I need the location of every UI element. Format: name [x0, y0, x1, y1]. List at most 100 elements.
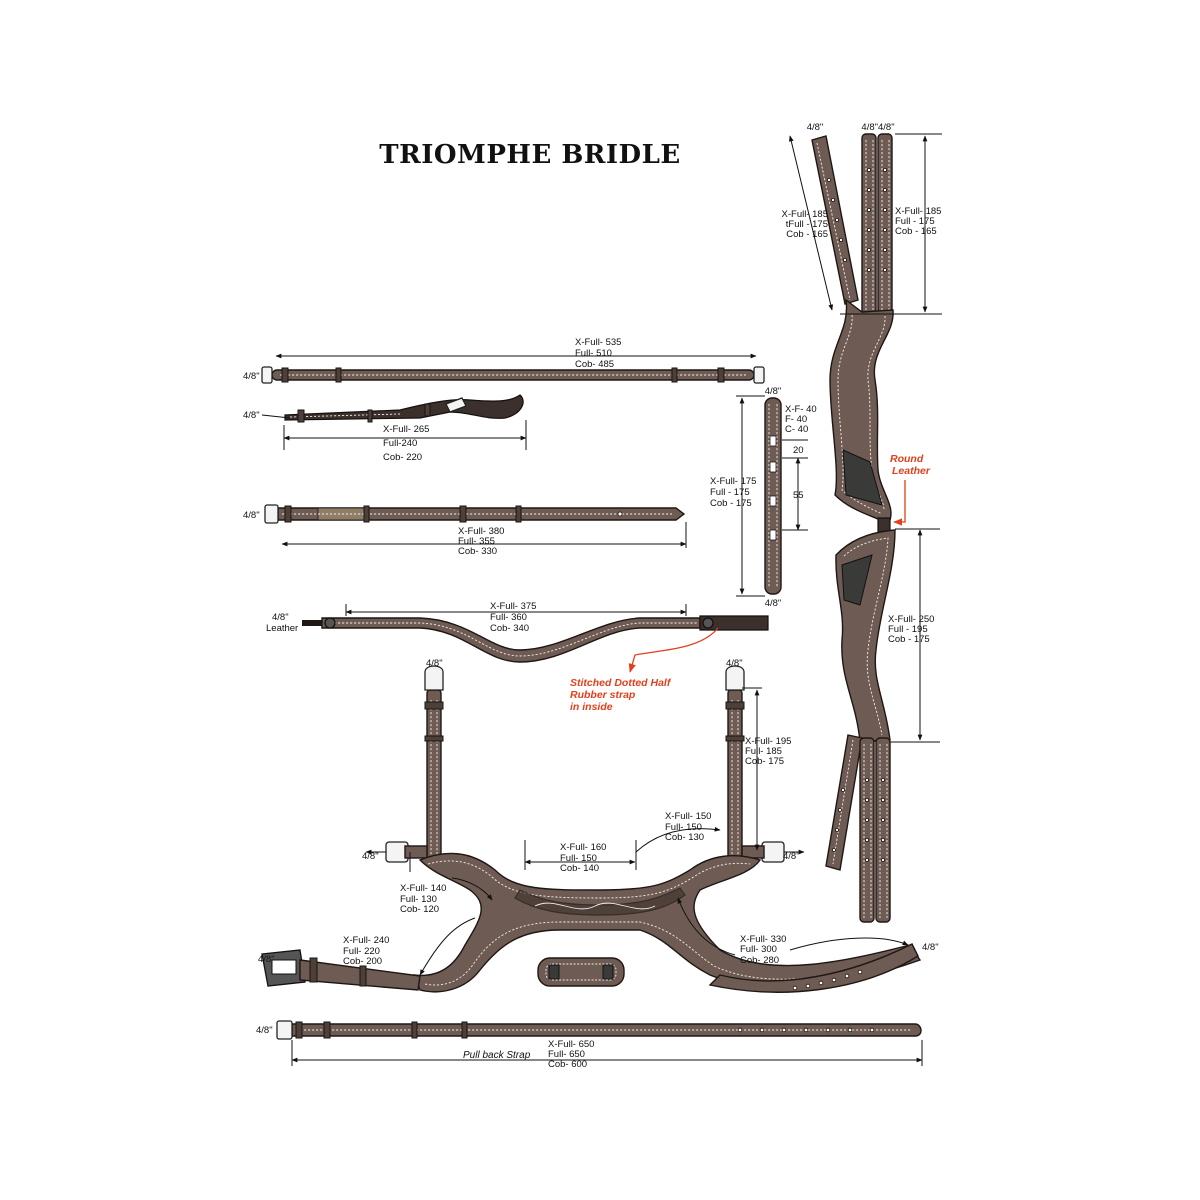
- size-line: Cob- 220: [383, 452, 422, 463]
- round-leather-note: Leather: [892, 465, 931, 477]
- browband: 4/8" X-Full- 535 Full- 510 Cob- 485: [243, 337, 765, 384]
- size-line: X-Full- 160: [560, 842, 606, 853]
- size-line: X-Full- 650: [548, 1039, 594, 1050]
- size-line: X-Full- 375: [490, 601, 536, 612]
- size-line: Full- 360: [490, 612, 527, 623]
- headpiece-upper-pad: [842, 449, 883, 506]
- headpiece-lower-strap-a: [859, 737, 875, 923]
- size-line: Cob- 340: [490, 623, 529, 634]
- crown-leather-label: Leather: [266, 623, 298, 634]
- size-line: X-Full- 185: [782, 209, 828, 220]
- noseband-width: 4/8": [243, 510, 260, 521]
- headpiece-lower-strap-b: [875, 737, 891, 923]
- size-line: X-Full- 265: [383, 424, 429, 435]
- cheek-left-strap: [426, 689, 442, 861]
- size-line: Cob- 485: [575, 359, 614, 370]
- size-line: Cob- 330: [458, 546, 497, 557]
- loop-top-width: 4/8": [765, 386, 782, 397]
- pull-back-holes: [737, 1027, 875, 1033]
- curved-noseband: 4/8" Leather X-Full- 375 Full- 360 Cob- …: [266, 601, 769, 713]
- page-title: TRIOMPHE BRIDLE: [379, 140, 680, 170]
- size-line: X-Full- 185: [895, 206, 941, 217]
- pull-back-strap: 4/8" Pull back Strap X-Full- 650 Full- 6…: [256, 1020, 923, 1070]
- pull-back-width: 4/8": [256, 1025, 273, 1036]
- crank-holes: [792, 969, 863, 991]
- size-line: Full - 175: [710, 487, 750, 498]
- size-line: Cob- 200: [343, 956, 382, 967]
- size-line: Cob - 175: [710, 498, 752, 509]
- note-line: Stitched Dotted Half: [570, 677, 672, 689]
- size-line: Full- 355: [458, 536, 495, 547]
- loop-small-size-list: X-F- 40 F- 40 C- 40: [785, 404, 817, 435]
- size-line: Cob- 280: [740, 955, 779, 966]
- side-right-width: 4/8": [783, 851, 800, 862]
- cheek-right-strap: [727, 689, 743, 861]
- lower-left-size-list: X-Full- 240 Full- 220 Cob- 200: [343, 935, 389, 967]
- crown-size-list: X-Full- 375 Full- 360 Cob- 340: [490, 601, 536, 634]
- headpiece-right-size-list: X-Full- 185 Full - 175 Cob - 165: [895, 206, 941, 237]
- size-line: Full - 195: [888, 624, 928, 635]
- left-arm-size-list: X-Full- 140 Full- 130 Cob- 120: [400, 883, 446, 915]
- loop-size-list: X-Full- 175 Full - 175 Cob - 175: [710, 476, 756, 509]
- size-line: X-Full- 330: [740, 934, 786, 945]
- browband-width: 4/8": [243, 371, 260, 382]
- size-line: Cob- 175: [745, 756, 784, 767]
- lower-right-size-list: X-Full- 330 Full- 300 Cob- 280: [740, 934, 786, 966]
- size-line: Full- 510: [575, 348, 612, 359]
- size-line: X-Full- 535: [575, 337, 621, 348]
- headpiece-mid-width: 4/8"4/8": [861, 122, 894, 133]
- loop-bottom-width: 4/8": [765, 598, 782, 609]
- headpiece-left-width: 4/8": [807, 122, 824, 133]
- pull-back-label: Pull back Strap: [463, 1050, 531, 1061]
- flash-size-list: X-Full- 265 Full-240 Cob- 220: [383, 424, 429, 463]
- crown-width: 4/8": [272, 612, 289, 623]
- noseband-size-list: X-Full- 380 Full- 355 Cob- 330: [458, 526, 504, 557]
- note-line: Rubber strap: [570, 689, 636, 701]
- flash-width: 4/8": [243, 410, 260, 421]
- side-left-width: 4/8": [362, 851, 379, 862]
- crank-noseband-assembly: 4/8" 4/8" 4/8" 4/8" 4/8" 4/8" X-Full- 19…: [258, 658, 939, 993]
- pull-back-size-list: X-Full- 650 Full- 650 Cob- 600: [548, 1039, 594, 1070]
- stitch-note: Stitched Dotted Half Rubber strap in ins…: [570, 677, 672, 713]
- size-line: Cob- 130: [665, 832, 704, 843]
- headpiece-lower-pad: [841, 554, 873, 606]
- loop-gap-2: 55: [793, 490, 804, 501]
- size-line: Full - 175: [895, 216, 935, 227]
- size-line: Cob - 175: [888, 634, 930, 645]
- browband-size-list: X-Full- 535 Full- 510 Cob- 485: [575, 337, 621, 370]
- round-leather-ring: [877, 517, 891, 533]
- size-line: X-Full- 195: [745, 736, 791, 747]
- crank-right-width: 4/8": [922, 942, 939, 953]
- size-line: Full- 130: [400, 894, 437, 905]
- size-line: Cob- 120: [400, 904, 439, 915]
- headpiece: 4/8" 4/8"4/8" X-Full- 185 tFull - 175 Co…: [782, 122, 942, 923]
- size-line: Full- 150: [560, 853, 597, 864]
- cheek-left-width: 4/8": [426, 658, 443, 669]
- note-line: in inside: [570, 701, 613, 713]
- size-line: X-Full- 150: [665, 811, 711, 822]
- size-line: X-Full- 240: [343, 935, 389, 946]
- headpiece-left-size-list: X-Full- 185 tFull - 175 Cob - 165: [782, 209, 828, 240]
- crank-left-width: 4/8": [258, 954, 275, 965]
- lower-headpiece-size-list: X-Full- 250 Full - 195 Cob - 175: [888, 614, 934, 645]
- size-line: C- 40: [785, 424, 808, 435]
- headpiece-lower-left-strap: [825, 734, 863, 871]
- round-leather-note: Round: [890, 453, 924, 465]
- headpiece-strap-b: [877, 133, 893, 315]
- cheek-size-list: X-Full- 195 Full- 185 Cob- 175: [745, 736, 791, 767]
- cavesson-loop: 4/8" 4/8" X-Full- 175 Full - 175 Cob - 1…: [710, 386, 817, 609]
- size-line: Cob- 600: [548, 1059, 587, 1070]
- size-line: Full- 300: [740, 944, 777, 955]
- size-line: Cob - 165: [895, 226, 937, 237]
- size-line: Full-240: [383, 438, 417, 449]
- size-line: F- 40: [785, 414, 807, 425]
- size-line: Cob- 140: [560, 863, 599, 874]
- centre-size-list: X-Full- 160 Full- 150 Cob- 140: [560, 842, 606, 874]
- size-line: X-Full- 380: [458, 526, 504, 537]
- size-line: X-F- 40: [785, 404, 817, 415]
- headpiece-lower-holes: [832, 778, 886, 863]
- flash-strap: 4/8" X-Full- 265 Full-240 Cob- 220: [243, 394, 527, 463]
- size-line: X-Full- 250: [888, 614, 934, 625]
- size-line: X-Full- 175: [710, 476, 756, 487]
